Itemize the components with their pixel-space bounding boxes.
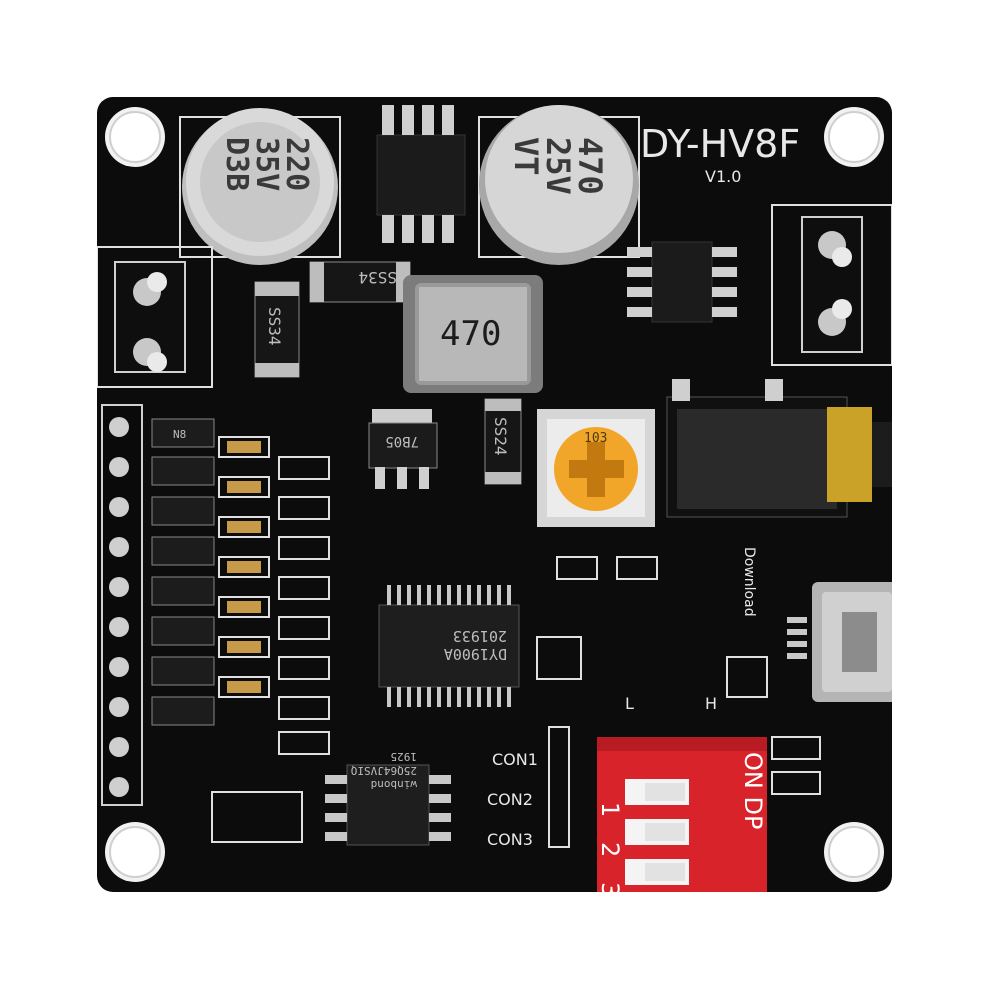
micro-usb-port [787,582,902,702]
board-model-label: DY-HV8F [640,122,800,166]
con1-label: CON1 [492,750,538,769]
flash-line-3: 1925 [391,750,418,763]
dip-header: ON DP [739,752,767,829]
regulator: 7B05 [368,409,438,489]
diode-top: SS34 [309,261,411,303]
inductor: 470 [403,275,543,393]
regulator-label: 7B05 [385,433,419,449]
download-label: Download [741,547,757,617]
capacitor-right: 470 25V VT [478,105,640,265]
cap-left-line-2: 35V [249,137,284,191]
svg-text:winbond 25Q64JVSIQ: winbond 25Q64JVSIQ 1925 [344,750,417,791]
trimmer-pot: 103 [537,409,655,527]
cap-left-line-3: D3B [219,137,254,191]
flash-line-1: winbond [371,778,417,791]
con3-label: CON3 [487,830,533,849]
diode-left: SS34 [254,281,300,378]
resistor-code: N8 [173,428,186,441]
smd-components-right [211,556,821,843]
mcu-chip: DY1900A 201933 [378,585,520,707]
flash-line-2: 25Q64JVSIQ [351,764,417,777]
terminal-right [771,204,893,366]
flash-chip: winbond 25Q64JVSIQ 1925 [325,750,451,846]
svg-text:470 25V VT: 470 25V VT [507,137,609,214]
cap-right-line-3: VT [507,137,545,176]
dip-num-3: 3 [596,882,624,892]
svg-text:220 35V D3B: 220 35V D3B [219,137,314,209]
dip-num-2: 2 [596,842,624,857]
diode-mid: SS24 [484,398,522,485]
dip-scale-high: H [705,694,717,713]
cap-right-line-1: 470 [571,137,609,195]
smd-components [218,436,330,755]
trimmer-label: 103 [584,431,607,446]
cap-left-line-1: 220 [279,137,314,191]
inductor-label: 470 [440,314,501,354]
pin-header-left [101,404,143,806]
capacitor-left: 220 35V D3B [179,108,341,265]
mounting-holes [105,107,884,882]
ic-right [627,241,737,323]
audio-jack [666,379,894,518]
cap-right-line-2: 25V [539,137,577,195]
dip-num-1: 1 [596,802,624,817]
smd-parts [227,441,261,693]
con-labels: CON1 CON2 CON3 [487,726,570,849]
diode-mid-label: SS24 [491,417,510,456]
con2-label: CON2 [487,790,533,809]
dip-switch[interactable]: ON DP 1 2 3 [596,737,767,909]
diode-top-label: SS34 [358,268,397,287]
board-version-label: V1.0 [705,167,741,186]
mcu-line-2: 201933 [453,627,507,645]
svg-text:DY1900A 201933: DY1900A 201933 [435,627,507,663]
ic-top [376,105,466,243]
dip-scale-low: L [625,694,634,713]
diode-left-label: SS34 [265,307,284,346]
terminal-left [96,246,213,388]
mcu-line-1: DY1900A [444,645,507,663]
pcb-board: 220 35V D3B 470 25V VT DY-HV8F V1.0 SS34 [96,97,902,909]
resistor-array-column: N8 [151,418,215,726]
